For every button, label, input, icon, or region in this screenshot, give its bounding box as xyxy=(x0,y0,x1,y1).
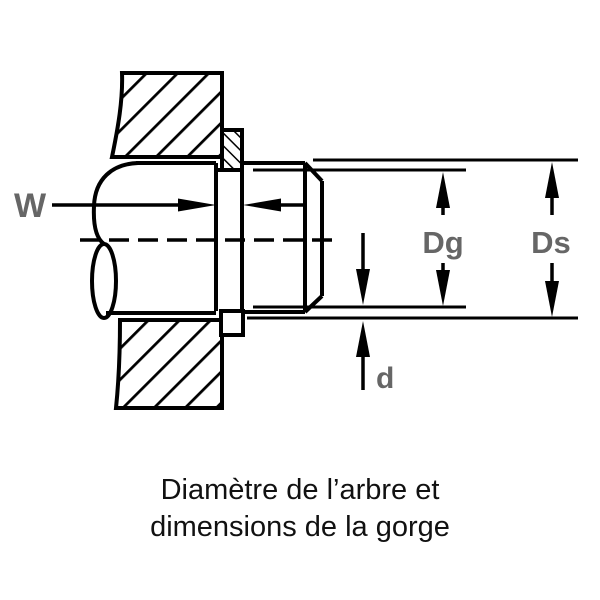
ds-label: Ds xyxy=(531,225,571,260)
ds-arrow-down xyxy=(545,281,559,317)
shaft-outline xyxy=(106,130,324,315)
extension-lines xyxy=(247,158,578,320)
figure-caption: Diamètre de l’arbre et dimensions de la … xyxy=(0,472,600,546)
caption-line-1: Diamètre de l’arbre et xyxy=(160,474,440,506)
d-arrow-down xyxy=(356,269,370,305)
shaft-break-ellipse xyxy=(90,242,118,320)
ds-dimension: Ds xyxy=(531,162,571,317)
retaining-ring-upper-section xyxy=(220,128,244,172)
d-arrow-up xyxy=(356,321,370,357)
w-label: W xyxy=(14,187,47,225)
d-dimension: d xyxy=(356,233,394,395)
housing-lower-section xyxy=(113,318,224,410)
ds-arrow-up xyxy=(545,162,559,198)
w-arrow-right xyxy=(243,198,281,212)
caption-line-2: dimensions de la gorge xyxy=(150,511,450,543)
chamfer-top xyxy=(303,161,324,183)
dg-label: Dg xyxy=(422,225,463,260)
dg-dimension: Dg xyxy=(422,172,464,306)
w-arrow-left xyxy=(178,198,216,212)
dg-arrow-down xyxy=(436,270,450,306)
w-dimension: W xyxy=(14,187,305,225)
housing-upper-section xyxy=(109,71,224,159)
chamfer-bottom xyxy=(303,294,324,314)
d-label: d xyxy=(376,362,394,395)
retaining-ring-lower-section xyxy=(219,309,245,337)
dg-arrow-up xyxy=(436,172,450,208)
